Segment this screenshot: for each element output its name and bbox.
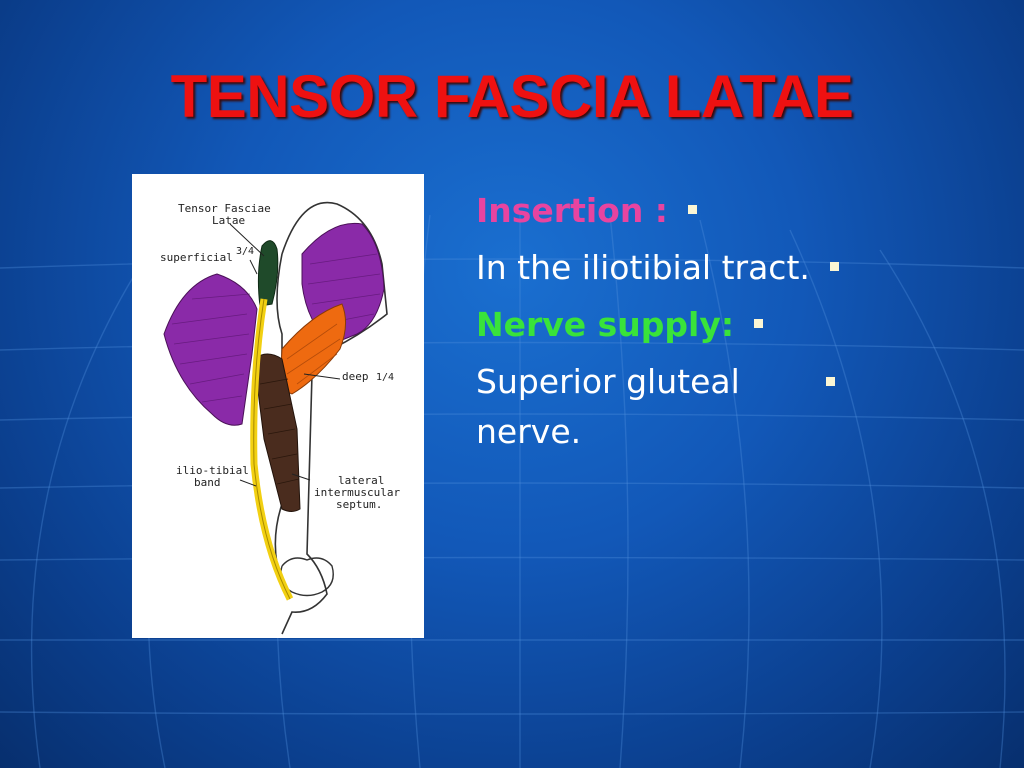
- anatomy-figure: Tensor Fasciae Latae superficial 3/4 dee…: [132, 174, 424, 638]
- bullet-square-icon: [826, 377, 835, 386]
- nerve-supply-heading: Nerve supply:: [476, 305, 735, 344]
- tensor-muscle-green: [257, 240, 279, 307]
- label-band: band: [194, 476, 221, 489]
- femur-outline: [274, 201, 388, 635]
- label-tensor: Tensor Fasciae: [178, 202, 271, 215]
- bullet-square-icon: [688, 205, 698, 214]
- insertion-text: In the iliotibial tract.: [476, 248, 810, 287]
- label-superficial: superficial: [160, 251, 233, 264]
- bullet-square-icon: [754, 319, 764, 328]
- label-intermuscular: intermuscular: [314, 486, 400, 499]
- bullet-item: In the iliotibial tract.: [476, 243, 996, 293]
- superficial-muscle-purple: [163, 273, 258, 426]
- slide-title: TENSOR FASCIA LATAE: [170, 63, 854, 130]
- intermuscular-septum-brown: [253, 353, 301, 512]
- bullet-item: Insertion :: [476, 186, 996, 236]
- label-latae: Latae: [212, 214, 245, 227]
- label-deep: deep: [342, 370, 369, 383]
- nerve-supply-text: Superior gluteal nerve.: [476, 362, 740, 451]
- bullet-list: Insertion : In the iliotibial tract. Ner…: [476, 186, 996, 464]
- label-ilio-tibial: ilio-tibial: [176, 464, 249, 477]
- deep-muscle-orange: [279, 303, 346, 395]
- insertion-heading: Insertion :: [476, 191, 669, 230]
- label-lateral: lateral: [338, 474, 384, 487]
- bullet-item: Superior gluteal nerve.: [476, 357, 876, 457]
- bullet-square-icon: [829, 262, 839, 271]
- bullet-item: Nerve supply:: [476, 300, 996, 350]
- thigh-muscle-drawing: Tensor Fasciae Latae superficial 3/4 dee…: [160, 201, 400, 635]
- label-septum: septum.: [336, 498, 382, 511]
- label-deep-fraction: 1/4: [376, 372, 394, 383]
- label-superficial-fraction: 3/4: [236, 246, 254, 257]
